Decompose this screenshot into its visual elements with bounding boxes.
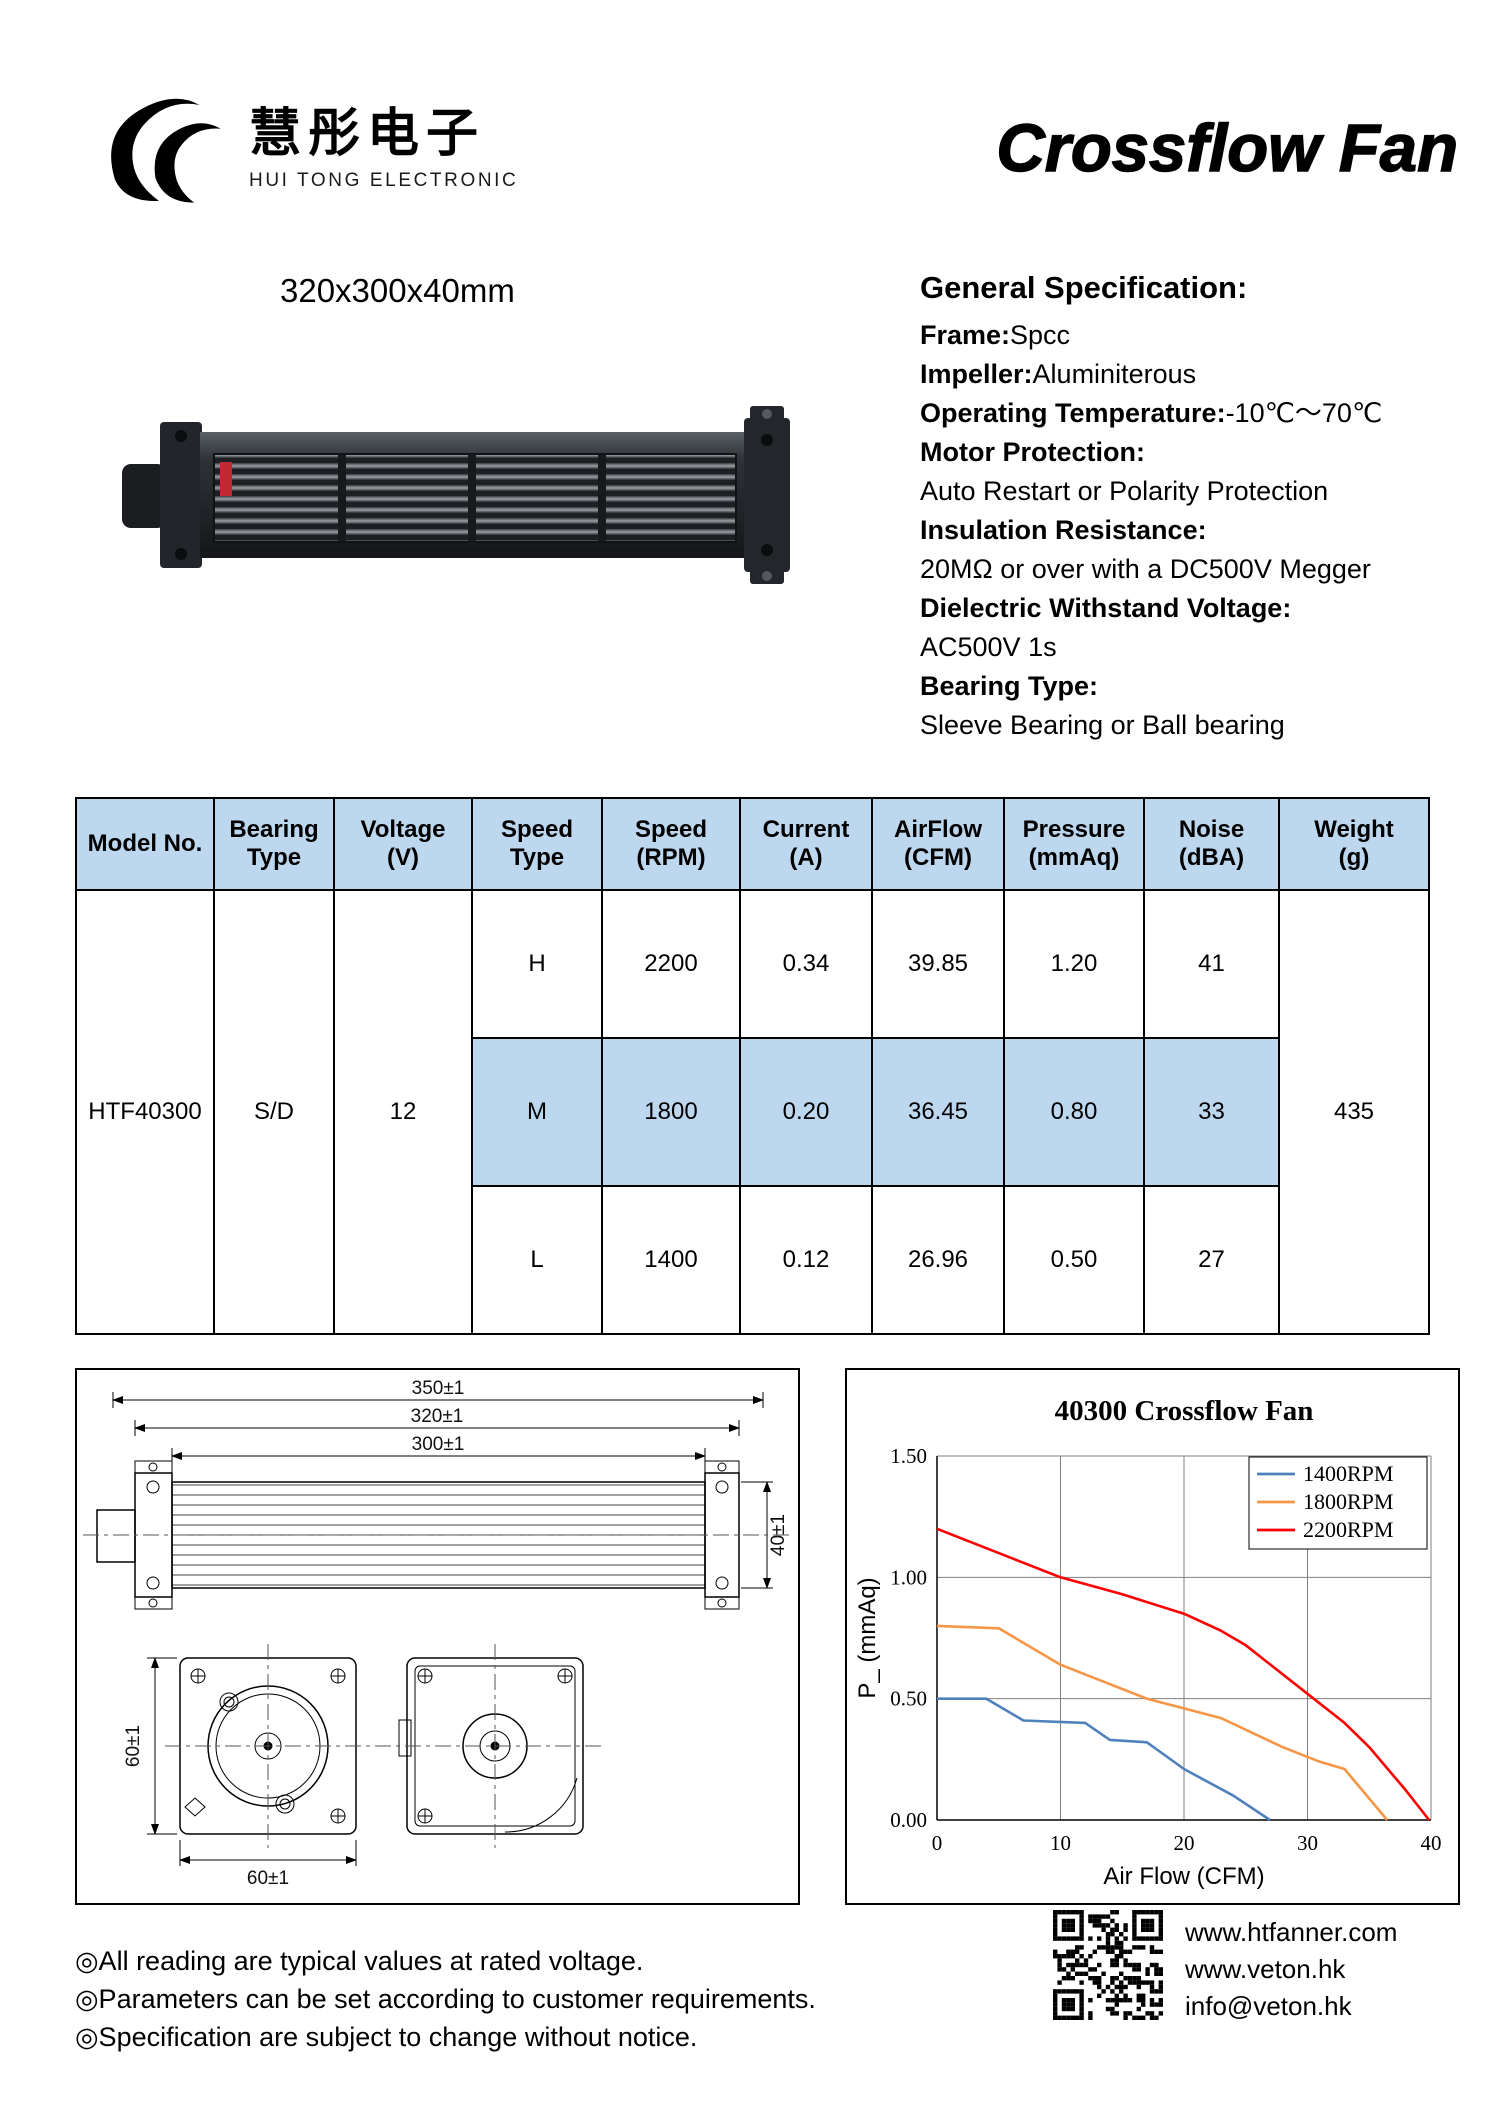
cell-speed-type: H	[471, 889, 603, 1039]
table-row-high-speed: HTF40300 S/D 12 H 2200 0.34 39.85 1.20 4…	[75, 889, 1430, 1335]
col-header-speed-type: Speed Type	[471, 797, 603, 891]
svg-text:1.00: 1.00	[890, 1565, 927, 1589]
svg-text:10: 10	[1050, 1831, 1071, 1855]
dim-label-60-left: 60±1	[123, 1725, 144, 1767]
cell-airflow: 36.45	[871, 1037, 1005, 1187]
website-link[interactable]: www.htfanner.com	[1185, 1917, 1398, 1947]
cell-noise: 41	[1143, 889, 1280, 1039]
logo-mark-icon	[111, 98, 221, 203]
series-1400RPM	[937, 1697, 1271, 1822]
email-link[interactable]: info@veton.hk	[1185, 1991, 1352, 2021]
dim-label-320: 320±1	[411, 1406, 464, 1427]
dim-label-60-bottom: 60±1	[247, 1868, 289, 1889]
chart-ylabel: P_ (mmAq)	[854, 1577, 881, 1698]
svg-text:30: 30	[1297, 1831, 1318, 1855]
note-line: ◎Specification are subject to change wit…	[75, 2022, 698, 2052]
col-header-model-no: Model No.	[75, 797, 215, 891]
cell-model: HTF40300	[75, 889, 215, 1335]
spec-line-dielectric-voltage-value: AC500V 1s	[920, 632, 1057, 662]
chart-xlabel: Air Flow (CFM)	[1103, 1863, 1264, 1890]
performance-chart: 0.00 0.50 1.00 1.50 0 10 20 30 40 40300 Crossflow…	[845, 1368, 1460, 1905]
spec-line-bearing-type-value: Sleeve Bearing or Ball bearing	[920, 710, 1285, 740]
svg-text:20: 20	[1174, 1831, 1195, 1855]
cell-current: 0.20	[739, 1037, 873, 1187]
cell-speed: 2200	[601, 889, 741, 1039]
col-header-current: Current (A)	[739, 797, 873, 891]
spec-line-impeller: Impeller:Aluminiterous	[920, 359, 1197, 389]
qr-code	[1053, 1910, 1163, 2020]
series-2200RPM	[936, 1527, 1431, 1821]
page-title: Crossflow Fan	[996, 110, 1459, 187]
svg-text:1800RPM: 1800RPM	[1303, 1489, 1393, 1514]
col-header-weight: Weight (g)	[1278, 797, 1430, 891]
crossflow-fan-photo-svg	[122, 406, 790, 584]
svg-text:1400RPM: 1400RPM	[1303, 1461, 1393, 1486]
footer-notes: ◎All reading are typical values at rated…	[75, 1942, 816, 2056]
spec-line-dielectric-voltage: Dielectric Withstand Voltage:	[920, 593, 1292, 623]
website-link[interactable]: www.veton.hk	[1185, 1954, 1346, 1984]
svg-text:0.00: 0.00	[890, 1808, 927, 1832]
spec-line-insulation-resistance-value: 20MΩ or over with a DC500V Megger	[920, 554, 1371, 584]
product-dimensions: 320x300x40mm	[280, 272, 515, 309]
table-row-low-speed: L 1400 0.12 26.96 0.50 27	[76, 1185, 1429, 1335]
spec-line-frame: Frame:Spcc	[920, 320, 1071, 350]
brand-name-english: HUI TONG ELECTRONIC	[249, 170, 519, 192]
note-line: ◎Parameters can be set according to cust…	[75, 1984, 816, 2014]
table-header-row: Model No. Bearing Type Voltage (V) Speed…	[75, 797, 1430, 891]
cell-pressure: 0.50	[1003, 1185, 1145, 1335]
logo: 慧彤电子 HUI TONG ELECTRONIC	[85, 90, 518, 222]
technical-drawing: 350±1 320±1 300±1 40±1 60±1 60±1	[75, 1368, 800, 1905]
cell-speed: 1800	[601, 1037, 741, 1187]
note-line: ◎All reading are typical values at rated…	[75, 1946, 644, 1976]
technical-drawing-svg: 350±1 320±1 300±1 40±1 60±1 60±1	[83, 1378, 789, 1889]
general-specification: General Specification: Frame:Spcc Impell…	[920, 270, 1475, 745]
cell-current: 0.12	[739, 1185, 873, 1335]
svg-text:1.50: 1.50	[890, 1444, 927, 1468]
cell-noise: 33	[1143, 1037, 1280, 1187]
series-1800RPM	[936, 1624, 1389, 1821]
cell-noise: 27	[1143, 1185, 1280, 1335]
performance-curve-svg: 0.00 0.50 1.00 1.50 0 10 20 30 40 40300 Crossflow…	[849, 1372, 1456, 1901]
specification-table: Model No. Bearing Type Voltage (V) Speed…	[75, 797, 1430, 1335]
table-row-medium-speed: M 1800 0.20 36.45 0.80 33	[76, 1037, 1429, 1187]
dim-label-40: 40±1	[768, 1514, 789, 1556]
col-header-speed: Speed (RPM)	[601, 797, 741, 891]
cell-speed: 1400	[601, 1185, 741, 1335]
cell-speed-type: M	[471, 1037, 603, 1187]
chart-title: 40300 Crossflow Fan	[1055, 1395, 1314, 1427]
brand-name-chinese: 慧彤电子	[249, 105, 486, 163]
svg-text:0: 0	[932, 1831, 943, 1855]
dim-label-300: 300±1	[412, 1434, 465, 1455]
cell-bearing-type: S/D	[213, 889, 335, 1335]
col-header-bearing-type: Bearing Type	[213, 797, 335, 891]
col-header-airflow: AirFlow (CFM)	[871, 797, 1005, 891]
svg-text:40: 40	[1421, 1831, 1442, 1855]
spec-line-bearing-type: Bearing Type:	[920, 671, 1099, 701]
cell-weight: 435	[1278, 889, 1430, 1335]
cell-airflow: 26.96	[871, 1185, 1005, 1335]
cell-current: 0.34	[739, 889, 873, 1039]
col-header-noise: Noise (dBA)	[1143, 797, 1280, 891]
footer-links: www.htfanner.com www.veton.hk info@veton…	[1185, 1914, 1397, 2025]
col-header-pressure: Pressure (mmAq)	[1003, 797, 1145, 891]
cell-voltage: 12	[333, 889, 473, 1335]
general-spec-heading: General Specification:	[920, 270, 1248, 305]
col-header-voltage: Voltage (V)	[333, 797, 473, 891]
cell-airflow: 39.85	[871, 889, 1005, 1039]
cell-speed-type: L	[471, 1185, 603, 1335]
product-photo	[120, 406, 798, 589]
svg-text:2200RPM: 2200RPM	[1303, 1517, 1393, 1542]
svg-text:0.50: 0.50	[890, 1687, 927, 1711]
spec-line-motor-protection: Motor Protection:	[920, 437, 1145, 467]
spec-line-operating-temperature: Operating Temperature:-10℃～70℃	[920, 398, 1383, 428]
chart-plot: 0.00 0.50 1.00 1.50 0 10 20 30 40 40300 Crossflow…	[849, 1372, 1456, 1906]
spec-line-insulation-resistance: Insulation Resistance:	[920, 515, 1207, 545]
cell-pressure: 1.20	[1003, 889, 1145, 1039]
corner-screw-marks-right	[417, 1668, 573, 1824]
corner-screw-marks	[190, 1668, 346, 1824]
spec-line-motor-protection-value: Auto Restart or Polarity Protection	[920, 476, 1329, 506]
cell-pressure: 0.80	[1003, 1037, 1145, 1187]
dim-label-350: 350±1	[412, 1378, 465, 1399]
